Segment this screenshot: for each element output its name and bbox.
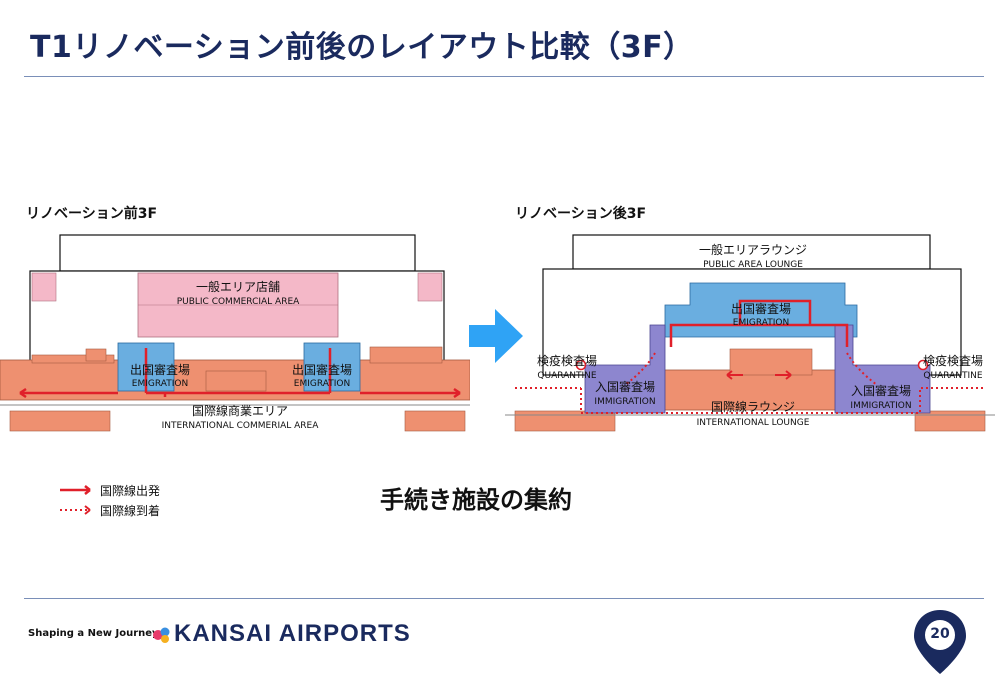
departure-arrows	[726, 370, 792, 380]
pink-shop-right	[417, 272, 443, 302]
departure-arrow-right	[360, 387, 461, 399]
immigration-left-jp: 入国審査場	[595, 379, 655, 394]
immigration-left-en: IMMIGRATION	[594, 397, 655, 407]
quarantine-left-en: QUARANTINE	[537, 371, 596, 381]
public-commercial-en: PUBLIC COMMERCIAL AREA	[177, 297, 300, 307]
before-floor-plan: 一般エリア店舗 PUBLIC COMMERCIAL AREA 出国審査場 EMI…	[0, 234, 470, 432]
after-caption: リノベーション後3F	[515, 206, 647, 222]
pink-shop-left	[31, 272, 57, 302]
legend-arrival-label: 国際線到着	[100, 503, 161, 518]
immigration-right-jp: 入国審査場	[851, 383, 911, 398]
dotted-arrow-icon	[60, 505, 91, 515]
departure-route	[144, 348, 332, 397]
building-upper-outline	[59, 234, 416, 272]
quarantine-left-jp: 検疫検査場	[537, 353, 597, 368]
immigration-right-area	[834, 324, 931, 414]
summary-heading: 手続き施設の集約	[380, 486, 572, 514]
intl-lounge-jp: 国際線ラウンジ	[711, 399, 795, 414]
immigration-right-en: IMMIGRATION	[850, 401, 911, 411]
departure-route	[669, 299, 849, 347]
public-lounge-en: PUBLIC AREA LOUNGE	[703, 260, 803, 270]
legend-departure-label: 国際線出発	[100, 483, 161, 498]
title-divider	[24, 76, 984, 77]
quarantine-right-en: QUARANTINE	[923, 371, 982, 381]
public-lounge-jp: 一般エリアラウンジ	[699, 242, 807, 257]
intl-commercial-jp: 国際線商業エリア	[192, 403, 288, 418]
emigration-left-en: EMIGRATION	[132, 379, 188, 389]
legend-arrival: 国際線到着	[58, 500, 160, 520]
legend-departure: 国際線出発	[58, 480, 160, 500]
emigration-right-area	[303, 342, 361, 392]
emigration-right-en: EMIGRATION	[294, 379, 350, 389]
quarantine-left-marker	[575, 359, 587, 371]
quarantine-right-jp: 検疫検査場	[923, 353, 983, 368]
kansai-logo-icon	[153, 627, 170, 643]
before-caption: リノベーション前3F	[26, 206, 158, 222]
intl-lounge-en: INTERNATIONAL LOUNGE	[697, 418, 810, 428]
solid-arrow-icon	[60, 485, 91, 495]
quarantine-right-marker	[917, 359, 929, 371]
page-pin-icon	[914, 610, 966, 674]
arrival-route	[515, 387, 985, 414]
route-legend: 国際線出発 国際線到着	[58, 480, 160, 520]
emigration-left-jp: 出国審査場	[130, 362, 190, 377]
public-commercial-jp: 一般エリア店舗	[196, 279, 280, 294]
after-floor-plan: 一般エリアラウンジ PUBLIC AREA LOUNGE 出国審査場 EMIGR…	[505, 234, 995, 432]
page-number: 20	[930, 626, 950, 642]
immigration-left-area	[584, 324, 666, 414]
emigration-right-jp: 出国審査場	[292, 362, 352, 377]
departure-arrow-left	[19, 387, 118, 399]
emigration-en: EMIGRATION	[733, 318, 789, 328]
page-title: T1リノベーション前後のレイアウト比較（3F）	[30, 30, 694, 65]
emigration-jp: 出国審査場	[731, 301, 791, 316]
intl-commercial-en: INTERNATIONAL COMMERIAL AREA	[162, 421, 320, 431]
transition-arrow-icon	[469, 309, 523, 363]
footer-divider	[24, 598, 984, 599]
brand-name: KANSAI AIRPORTS	[174, 620, 411, 647]
arrival-route-inner	[624, 352, 878, 386]
footer-slogan: Shaping a New Journey	[28, 628, 159, 639]
